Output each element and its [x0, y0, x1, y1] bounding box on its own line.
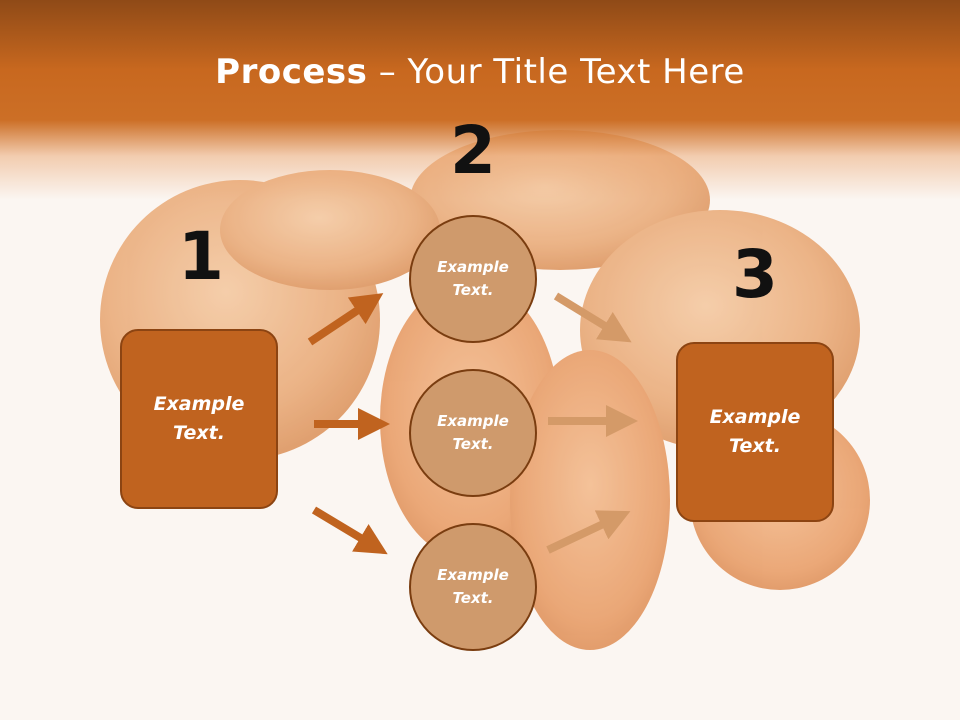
circle-top: Example Text.	[409, 215, 537, 343]
circle-middle-text: Example Text.	[437, 412, 509, 453]
left-box: Example Text.	[120, 329, 278, 509]
left-box-text: Example Text.	[153, 393, 245, 444]
arrow-from-bottom-circle	[546, 510, 631, 554]
right-box-text: Example Text.	[709, 406, 801, 457]
step-number-3: 3	[732, 236, 778, 313]
arrow-to-bottom-circle	[311, 506, 388, 555]
arrow-from-top-circle	[553, 292, 632, 343]
title-separator: –	[367, 52, 408, 92]
circle-bottom-text: Example Text.	[437, 566, 509, 607]
circle-top-text: Example Text.	[437, 258, 509, 299]
title-rest: Your Title Text Here	[407, 52, 745, 92]
circle-bottom: Example Text.	[409, 523, 537, 651]
step-number-2: 2	[450, 112, 496, 189]
header-band	[0, 0, 960, 200]
circle-middle: Example Text.	[409, 369, 537, 497]
arrow-to-top-circle	[307, 293, 384, 346]
step-number-1: 1	[178, 218, 224, 295]
title-bold: Process	[215, 52, 368, 92]
right-box: Example Text.	[676, 342, 834, 522]
slide-title: Process – Your Title Text Here	[0, 52, 960, 92]
